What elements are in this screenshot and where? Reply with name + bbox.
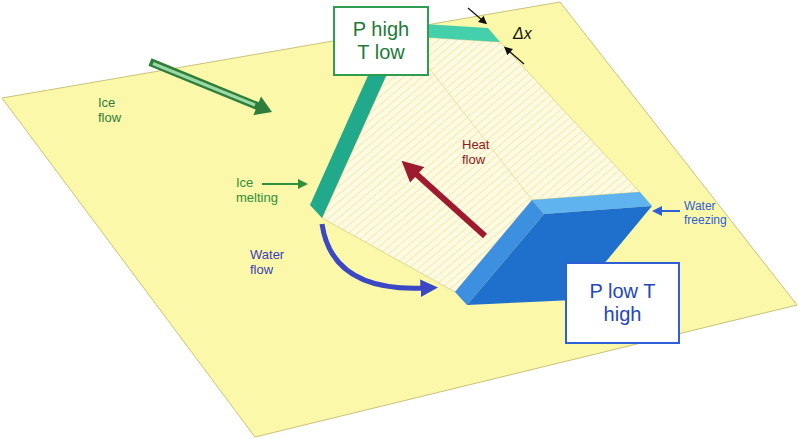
ice-flow-arrowhead <box>253 97 272 116</box>
low-pressure-box: P low T high <box>565 262 680 344</box>
high-pressure-box: P high T low <box>333 6 429 76</box>
process-label: Ice melting <box>236 176 286 206</box>
heat-flow-arrow <box>414 172 485 236</box>
box-text: P high T low <box>348 18 414 64</box>
melting-arrow <box>262 183 300 185</box>
ice-flow-arrow <box>153 64 255 106</box>
process-label: Water freezing <box>684 200 738 228</box>
dimension-arrow <box>468 8 482 20</box>
flow-label: Ice flow <box>98 96 138 126</box>
flow-label: Heat flow <box>462 138 502 168</box>
box-text: P low T high <box>590 280 656 326</box>
ice-flow-arrow <box>150 62 258 106</box>
water-flow-arrow <box>322 224 424 288</box>
freezing-arrow <box>660 210 680 212</box>
dimension-arrow <box>509 51 524 64</box>
flow-label: Water flow <box>250 248 295 278</box>
dimension-label: Δx <box>513 25 553 43</box>
